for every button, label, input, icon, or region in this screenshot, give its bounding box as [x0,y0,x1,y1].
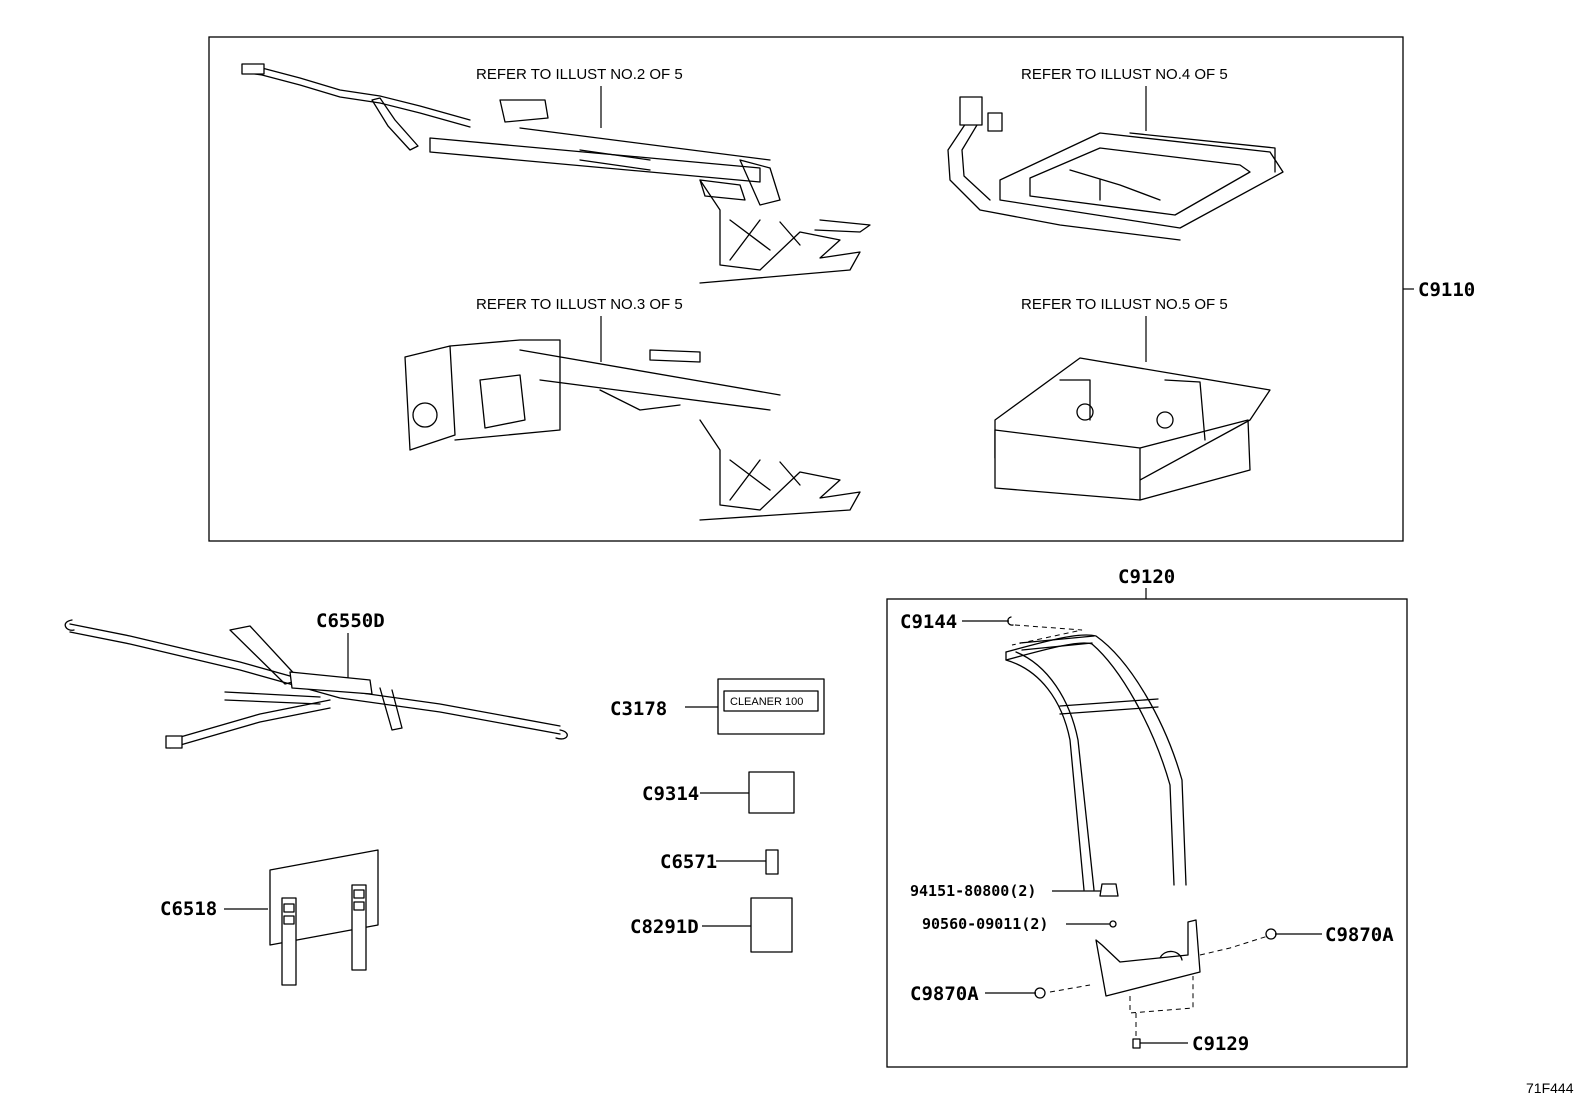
seat-belt-illustration [64,619,568,749]
cover-illustration [269,849,379,986]
plate-illustration [748,771,795,814]
track-box-illustration [404,339,861,521]
cleaner-card [717,678,825,735]
callout-c9110: C9110 [1418,279,1475,301]
callout-90560-09011[interactable]: 90560-09011(2) [922,915,1048,933]
callout-c6571[interactable]: C6571 [660,851,717,873]
clip-illustration [765,849,779,875]
callout-c6518[interactable]: C6518 [160,898,217,920]
refer-illust-3[interactable]: REFER TO ILLUST NO.3 OF 5 [476,296,683,313]
callout-c9129[interactable]: C9129 [1192,1033,1249,1055]
callout-c8291d[interactable]: C8291D [630,916,699,938]
cleaner-label: CLEANER 100 [730,696,803,708]
refer-illust-2[interactable]: REFER TO ILLUST NO.2 OF 5 [476,66,683,83]
card-illustration [750,897,793,953]
callout-c9870a-left[interactable]: C9870A [910,983,979,1005]
guard-group-box [886,598,1408,1068]
guard-bar-illustration [1005,634,1187,891]
callout-94151-80800[interactable]: 94151-80800(2) [910,882,1036,900]
callout-c9870a-right[interactable]: C9870A [1325,924,1394,946]
refer-illust-4[interactable]: REFER TO ILLUST NO.4 OF 5 [1021,66,1228,83]
callout-c3178[interactable]: C3178 [610,698,667,720]
callout-c9144[interactable]: C9144 [900,611,957,633]
seat-frame-group-box [208,36,1404,542]
seat-track-illustration [241,63,871,284]
refer-illust-5[interactable]: REFER TO ILLUST NO.5 OF 5 [1021,296,1228,313]
lower-pan-illustration [994,357,1271,501]
callout-c9120: C9120 [1118,566,1175,588]
motor-base-illustration [947,96,1284,241]
guard-bracket-illustration [1049,919,1269,1014]
figure-id: 71F444 [1526,1080,1574,1096]
callout-c9314[interactable]: C9314 [642,783,699,805]
callout-c6550d[interactable]: C6550D [316,610,385,632]
